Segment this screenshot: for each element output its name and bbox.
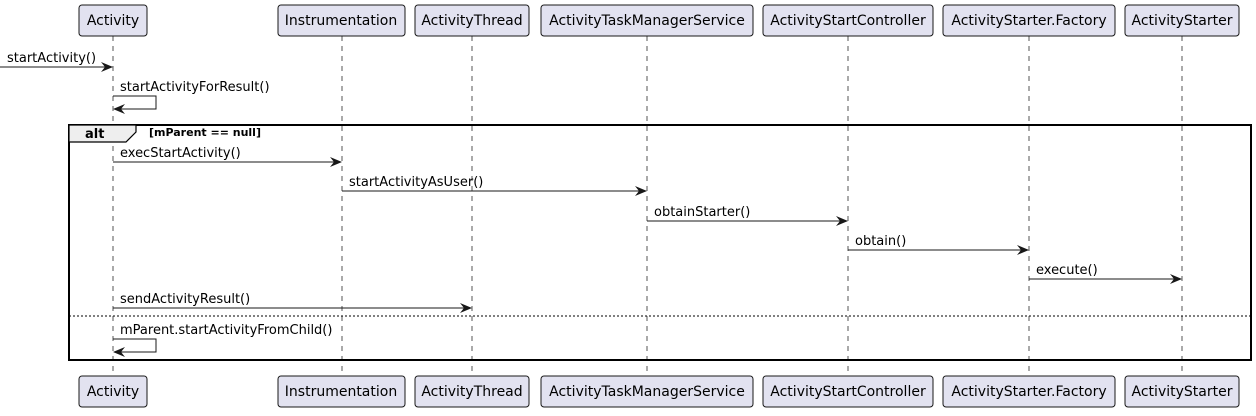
participant-starter-factory-bottom[interactable]: ActivityStarter.Factory bbox=[942, 375, 1116, 408]
participant-label: Activity bbox=[87, 13, 139, 29]
messages: startActivity() startActivityForResult()… bbox=[0, 51, 1182, 357]
participant-atms-bottom[interactable]: ActivityTaskManagerService bbox=[540, 375, 754, 408]
alt-fragment-guard: [mParent == null] bbox=[149, 126, 261, 139]
participant-label: ActivityStarter.Factory bbox=[951, 13, 1106, 29]
participant-instrumentation-bottom[interactable]: Instrumentation bbox=[277, 375, 406, 408]
participant-activity-thread-bottom[interactable]: ActivityThread bbox=[414, 375, 530, 408]
alt-fragment: alt [mParent == null] bbox=[68, 124, 1252, 361]
participant-label: Activity bbox=[87, 384, 139, 400]
message-label-start-activity: startActivity() bbox=[7, 51, 96, 66]
participant-starter-factory-top[interactable]: ActivityStarter.Factory bbox=[942, 4, 1116, 37]
participant-label: ActivityThread bbox=[421, 13, 522, 29]
message-arrow-start-activity-for-result bbox=[113, 95, 157, 114]
message-label-execute: execute() bbox=[1036, 263, 1098, 278]
participant-activity-thread-top[interactable]: ActivityThread bbox=[414, 4, 530, 37]
participant-starter-top[interactable]: ActivityStarter bbox=[1124, 4, 1240, 37]
participant-label: ActivityStarter bbox=[1132, 13, 1233, 29]
participant-label: ActivityStarter bbox=[1132, 384, 1233, 400]
message-label-start-activity-for-result: startActivityForResult() bbox=[120, 80, 270, 95]
message-label-send-activity-result: sendActivityResult() bbox=[120, 292, 250, 307]
participants-bottom: Activity Instrumentation ActivityThread … bbox=[78, 375, 1240, 408]
participant-asc-bottom[interactable]: ActivityStartController bbox=[762, 375, 934, 408]
message-label-exec-start-activity: execStartActivity() bbox=[120, 146, 241, 161]
message-label-start-activity-from-child: mParent.startActivityFromChild() bbox=[120, 323, 332, 338]
participant-label: Instrumentation bbox=[285, 13, 397, 29]
alt-fragment-frame bbox=[68, 124, 1252, 361]
participants-top: Activity Instrumentation ActivityThread … bbox=[78, 4, 1240, 37]
participant-label: ActivityTaskManagerService bbox=[549, 13, 745, 29]
participant-label: ActivityStartController bbox=[770, 384, 926, 400]
alt-fragment-label-box bbox=[68, 124, 137, 143]
participant-label: ActivityStartController bbox=[770, 13, 926, 29]
message-label-obtain-starter: obtainStarter() bbox=[654, 205, 750, 220]
message-label-obtain: obtain() bbox=[855, 234, 906, 249]
message-label-start-activity-as-user: startActivityAsUser() bbox=[349, 175, 483, 190]
participant-atms-top[interactable]: ActivityTaskManagerService bbox=[540, 4, 754, 37]
lifelines bbox=[112, 36, 1183, 376]
participant-instrumentation-top[interactable]: Instrumentation bbox=[277, 4, 406, 37]
participant-label: ActivityStarter.Factory bbox=[951, 384, 1106, 400]
participant-label: ActivityTaskManagerService bbox=[549, 384, 745, 400]
alt-fragment-keyword: alt bbox=[85, 127, 104, 142]
participant-activity-bottom[interactable]: Activity bbox=[78, 375, 148, 408]
participant-activity-top[interactable]: Activity bbox=[78, 4, 148, 37]
participant-label: Instrumentation bbox=[285, 384, 397, 400]
participant-asc-top[interactable]: ActivityStartController bbox=[762, 4, 934, 37]
participant-label: ActivityThread bbox=[421, 384, 522, 400]
message-arrow-start-activity-from-child bbox=[113, 338, 157, 357]
participant-starter-bottom[interactable]: ActivityStarter bbox=[1124, 375, 1240, 408]
